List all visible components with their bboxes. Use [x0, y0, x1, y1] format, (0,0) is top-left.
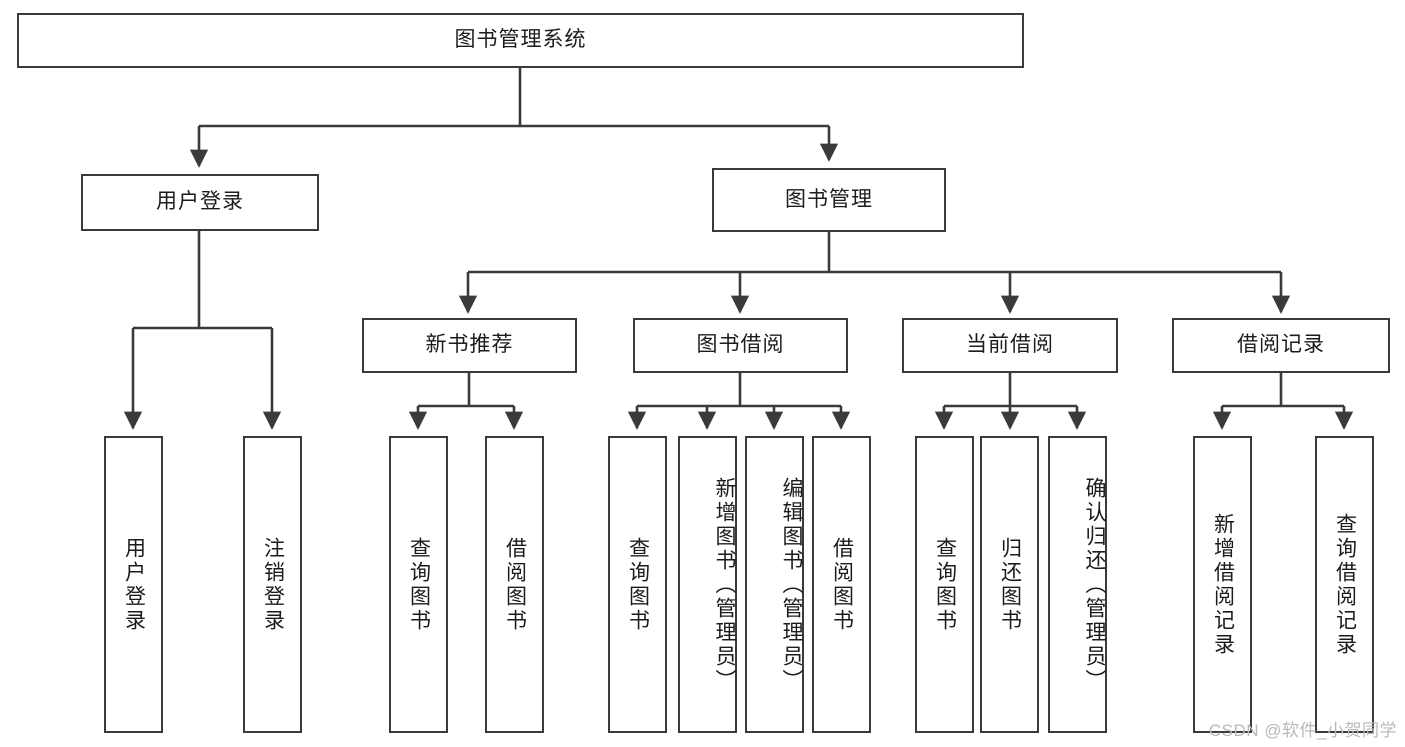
leaf-user-login-login[interactable]: 用户登录: [104, 436, 163, 733]
node-label: 借阅记录: [1237, 333, 1325, 357]
leaf-book-borrow-edit-book-admin[interactable]: 编辑图书（管理员）: [745, 436, 804, 733]
node-label: 借阅图书: [503, 536, 527, 633]
leaf-current-borrow-return-book[interactable]: 归还图书: [980, 436, 1039, 733]
node-label: 图书管理: [785, 187, 873, 211]
node-label: 用户登录: [156, 190, 244, 214]
node-current-borrow[interactable]: 当前借阅: [902, 318, 1118, 373]
node-label: 归还图书: [998, 536, 1022, 633]
leaf-new-book-borrow-book[interactable]: 借阅图书: [485, 436, 544, 733]
leaf-book-borrow-query-book[interactable]: 查询图书: [608, 436, 667, 733]
node-label: 编辑图书（管理员）: [780, 476, 803, 693]
node-label: 查询图书: [407, 536, 431, 633]
node-label: 图书管理系统: [454, 28, 587, 52]
node-label: 借阅图书: [830, 536, 854, 633]
node-label: 用户登录: [122, 536, 146, 633]
leaf-current-borrow-confirm-return-admin[interactable]: 确认归还（管理员）: [1048, 436, 1107, 733]
node-new-book-recommend[interactable]: 新书推荐: [362, 318, 577, 373]
node-label: 当前借阅: [966, 333, 1054, 357]
leaf-new-book-query-book[interactable]: 查询图书: [389, 436, 448, 733]
leaf-borrow-record-query-record[interactable]: 查询借阅记录: [1315, 436, 1374, 733]
node-label: 查询图书: [933, 536, 957, 633]
node-label: 注销登录: [261, 536, 285, 633]
node-label: 查询借阅记录: [1333, 512, 1357, 657]
node-borrow-record[interactable]: 借阅记录: [1172, 318, 1390, 373]
node-root-book-management-system[interactable]: 图书管理系统: [17, 13, 1024, 68]
leaf-user-login-logout[interactable]: 注销登录: [243, 436, 302, 733]
node-label: 图书借阅: [696, 333, 785, 357]
leaf-book-borrow-add-book-admin[interactable]: 新增图书（管理员）: [678, 436, 737, 733]
node-label: 确认归还（管理员）: [1083, 476, 1106, 693]
leaf-current-borrow-query-book[interactable]: 查询图书: [915, 436, 974, 733]
node-label: 新增图书（管理员）: [713, 476, 736, 693]
node-label: 查询图书: [626, 536, 650, 633]
node-user-login[interactable]: 用户登录: [81, 174, 319, 231]
node-book-management[interactable]: 图书管理: [712, 168, 946, 232]
node-book-borrow[interactable]: 图书借阅: [633, 318, 848, 373]
leaf-book-borrow-borrow-book[interactable]: 借阅图书: [812, 436, 871, 733]
node-label: 新书推荐: [425, 333, 514, 357]
leaf-borrow-record-add-record[interactable]: 新增借阅记录: [1193, 436, 1252, 733]
node-label: 新增借阅记录: [1211, 512, 1235, 657]
